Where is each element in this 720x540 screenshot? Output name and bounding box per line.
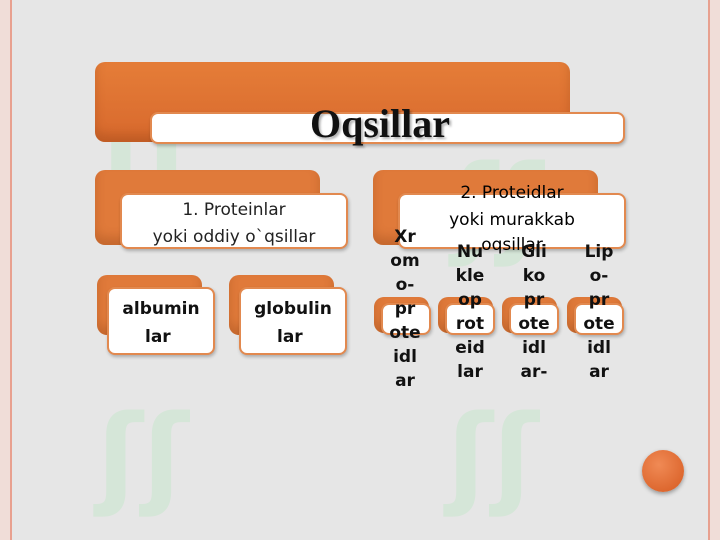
- label-line: ote: [583, 314, 615, 334]
- right-branch-box: [398, 193, 626, 249]
- chromoproteid-box: [381, 303, 431, 335]
- albumin-label-line2: lar: [145, 327, 171, 347]
- right-branch-label: 2. Proteidlar yoki murakkab oqsillar: [398, 180, 626, 256]
- page-title: Oqsillar: [309, 101, 451, 146]
- label-line: Lip: [584, 242, 614, 262]
- label-line: o-: [589, 266, 609, 286]
- label-line: ote: [518, 314, 550, 334]
- label-line: op: [458, 290, 482, 310]
- left-branch-box: 1. Proteinlar yoki oddiy o`qsillar: [120, 193, 348, 249]
- slide-left-edge: [0, 0, 10, 540]
- label-line: ar-: [520, 362, 548, 382]
- albumin-box: albumin lar: [107, 287, 215, 355]
- label-line: Gli: [521, 242, 547, 262]
- label-line: o-: [395, 275, 415, 295]
- label-line: pr: [523, 290, 545, 310]
- label-line: idl: [522, 338, 546, 358]
- glycoproteid-box: [509, 303, 559, 335]
- label-line: ar: [589, 362, 609, 382]
- label-line: pr: [394, 299, 416, 319]
- nucleoproteid-box: [445, 303, 495, 335]
- label-line: ote: [389, 323, 421, 343]
- label-line: Nu: [456, 242, 484, 262]
- watermark-logo-icon: ʃʃ: [447, 391, 539, 519]
- globulin-label-line1: globulin: [254, 299, 332, 319]
- albumin-label-line1: albumin: [122, 299, 200, 319]
- left-branch-label-line1: 1. Proteinlar: [182, 200, 286, 220]
- label-line: rot: [455, 314, 485, 334]
- glycoproteid-label: Gli ko pr ote idl ar-: [512, 240, 556, 384]
- title-box: [150, 112, 625, 144]
- globulin-label-line2: lar: [277, 327, 303, 347]
- left-branch-label-line2: yoki oddiy o`qsillar: [152, 227, 316, 247]
- label-line: ko: [522, 266, 546, 286]
- lipoproteid-box: [574, 303, 624, 335]
- label-line: pr: [588, 290, 610, 310]
- label-line: idl: [587, 338, 611, 358]
- decorative-orb-icon: [642, 450, 684, 492]
- label-line: lar: [457, 362, 483, 382]
- right-branch-label-line3: oqsillar: [481, 235, 543, 255]
- right-branch-label-line1: 2. Proteidlar: [460, 183, 564, 203]
- globulin-box: globulin lar: [239, 287, 347, 355]
- label-line: Xr: [394, 227, 416, 247]
- label-line: eid: [455, 338, 485, 358]
- right-branch-label-line2: yoki murakkab: [449, 210, 575, 230]
- chromoproteid-label: Xr om o- pr ote idl ar: [383, 225, 427, 393]
- label-line: idl: [393, 347, 417, 367]
- lipoproteid-label: Lip o- pr ote idl ar: [577, 240, 621, 384]
- nucleoproteid-label: Nu kle op rot eid lar: [448, 240, 492, 384]
- slide-right-edge: [710, 0, 720, 540]
- label-line: ar: [395, 371, 415, 391]
- watermark-logo-icon: ʃʃ: [97, 391, 189, 519]
- label-line: kle: [455, 266, 485, 286]
- label-line: om: [390, 251, 420, 271]
